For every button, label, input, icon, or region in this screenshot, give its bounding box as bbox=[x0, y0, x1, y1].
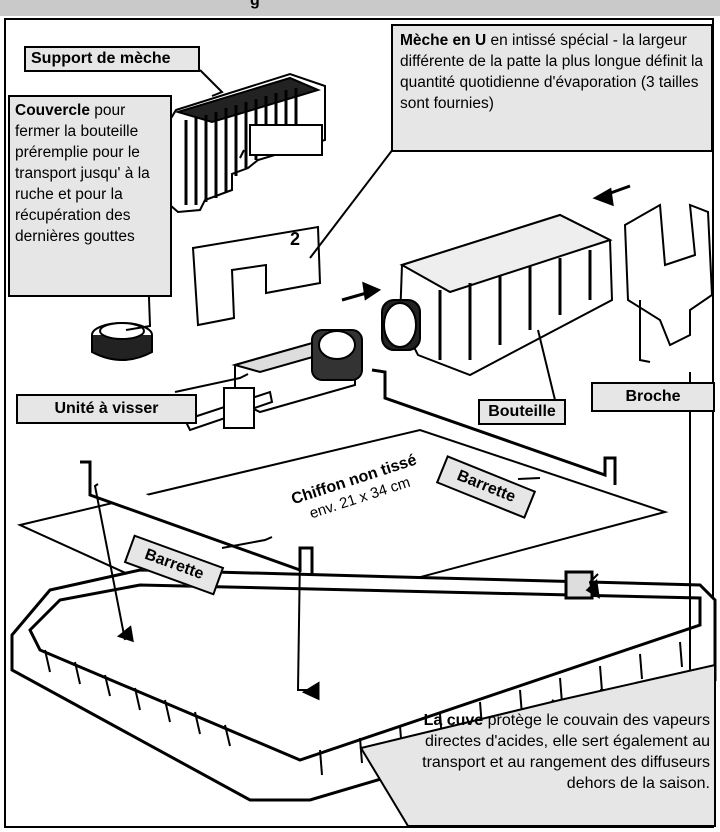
pin-label-text: Broche bbox=[625, 388, 681, 405]
cap-callout-text: pour fermer la bouteille préremplie pour… bbox=[15, 102, 150, 245]
wick-callout-bold: Mèche en U bbox=[400, 32, 487, 49]
pin-part bbox=[623, 203, 714, 347]
bottle-label-text: Bouteille bbox=[488, 403, 556, 420]
callout-lines bbox=[93, 69, 691, 741]
support-label-text: Support de mèche bbox=[31, 50, 171, 67]
pin-label: Broche bbox=[591, 382, 715, 412]
header-bar: g bbox=[0, 0, 720, 16]
screw-unit-part bbox=[183, 329, 363, 432]
bar-parts bbox=[80, 368, 617, 575]
wick-number: 2 bbox=[290, 229, 300, 249]
tray-callout: La cuve protège le couvain des vapeurs d… bbox=[380, 710, 710, 794]
tray-callout-text: protège le couvain des vapeurs directes … bbox=[422, 712, 710, 792]
tray-callout-bold: La cuve bbox=[423, 712, 484, 729]
u-wick-part: 2 bbox=[191, 225, 322, 327]
screw-unit-label-text: Unité à visser bbox=[54, 400, 159, 417]
wick-callout: Mèche en U en intissé spécial - la large… bbox=[391, 24, 713, 152]
wick-support-part bbox=[169, 72, 326, 214]
header-title: g bbox=[250, 0, 260, 9]
cap-part bbox=[91, 322, 153, 361]
wick-callout-text: en intissé spécial - la largeur différen… bbox=[400, 32, 704, 112]
support-label: Support de mèche bbox=[24, 46, 200, 72]
bottle-label: Bouteille bbox=[478, 399, 566, 425]
screw-unit-label: Unité à visser bbox=[16, 394, 197, 424]
diagram-frame bbox=[4, 18, 714, 828]
cap-callout: Couvercle pour fermer la bouteille prére… bbox=[8, 95, 172, 297]
cap-callout-bold: Couvercle bbox=[15, 102, 90, 119]
assembly-arrows bbox=[116, 184, 631, 701]
bottle-part bbox=[381, 213, 614, 377]
